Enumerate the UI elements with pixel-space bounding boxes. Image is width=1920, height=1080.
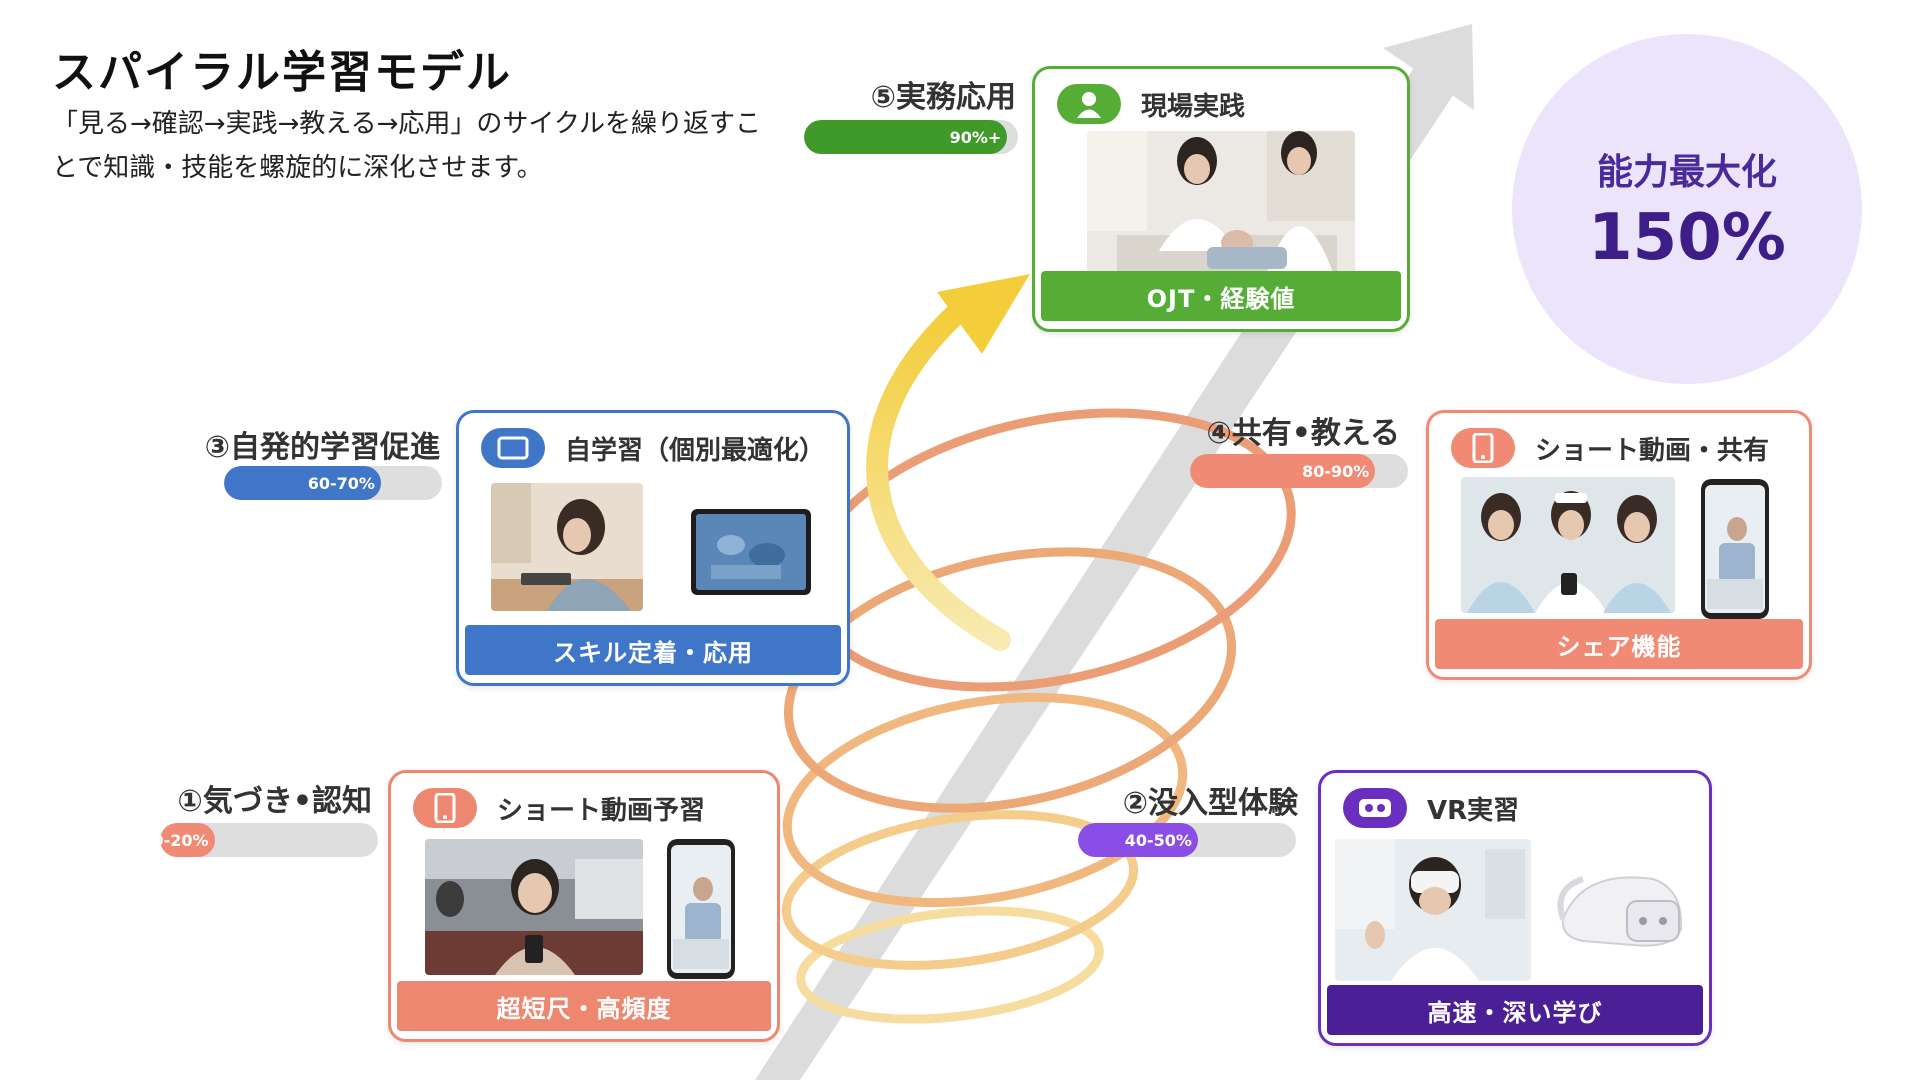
stage-1-progress-bar: 10-20%	[160, 823, 378, 857]
stage-1-progress-text: 10-20%	[160, 830, 209, 850]
self-study-photo	[491, 483, 643, 611]
card-stage-2-title: VR実習	[1427, 795, 1520, 826]
peak-value: 150%	[1588, 201, 1786, 275]
spiral-loop	[782, 692, 1188, 908]
peak-label: 能力最大化	[1596, 152, 1777, 193]
card-stage-5-footer: OJT・経験値	[1041, 271, 1401, 321]
stage-3-progress-fill: 60-70%	[224, 466, 381, 500]
card-stage-2-footer: 高速・深い学び	[1327, 985, 1703, 1035]
stage-5-progress-fill: 90%+	[804, 120, 1008, 154]
page-subtitle: 「見る→確認→実践→教える→応用」のサイクルを繰り返すことで知識・技能を螺旋的に…	[52, 109, 762, 183]
spiral-loop	[781, 810, 1139, 970]
stage-4-progress-bar: 80-90%	[1190, 454, 1408, 488]
phone-video-photo	[667, 839, 735, 979]
smartphone-icon	[1451, 428, 1515, 468]
tablet-icon	[481, 428, 545, 468]
nursing-practice-photo	[1087, 131, 1355, 273]
tablet-video-photo	[691, 509, 811, 595]
spiral-loop	[796, 906, 1104, 1024]
ascend-arrow	[866, 274, 1030, 651]
stage-2-progress-bar: 40-50%	[1078, 823, 1296, 857]
vr-headset-photo	[1543, 849, 1693, 973]
stage-3-label: ③自発的学習促進	[204, 430, 440, 465]
card-stage-1-footer: 超短尺・高頻度	[397, 981, 771, 1031]
stage-2-label: ②没入型体験	[1122, 786, 1298, 821]
stage-5-progress-text: 90%+	[949, 127, 1002, 147]
card-stage-1-title: ショート動画予習	[497, 795, 706, 826]
peak-circle: 能力最大化 150%	[1512, 34, 1862, 384]
stage-5-label: ⑤実務応用	[870, 80, 1016, 115]
spiral-loops	[781, 408, 1296, 1024]
card-stage-4-footer: シェア機能	[1435, 619, 1803, 669]
card-stage-4-title: ショート動画・共有	[1535, 435, 1770, 466]
stage-2-progress-text: 40-50%	[1124, 830, 1192, 850]
card-stage-3-title: 自学習（個別最適化）	[565, 435, 826, 466]
card-stage-3[interactable]: 自学習（個別最適化） スキル定着・応用	[456, 410, 850, 686]
card-stage-3-footer: スキル定着・応用	[465, 625, 841, 675]
card-stage-5-title: 現場実践	[1141, 91, 1246, 122]
vr-nurse-photo	[1335, 839, 1531, 981]
stage-5-progress-bar: 90%+	[804, 120, 1018, 154]
smartphone-icon	[413, 788, 477, 828]
card-stage-5[interactable]: 現場実践 OJT・経験値	[1032, 66, 1410, 332]
page-title: スパイラル学習モデル	[52, 47, 512, 98]
card-stage-4[interactable]: ショート動画・共有 シェア機能	[1426, 410, 1812, 680]
spiral-loop	[783, 547, 1237, 813]
stage-3-progress-text: 60-70%	[307, 473, 375, 493]
vr-headset-icon	[1343, 788, 1407, 828]
card-stage-2[interactable]: VR実習 高速・深い学び	[1318, 770, 1712, 1046]
stage-3-progress-bar: 60-70%	[224, 466, 442, 500]
card-stage-1[interactable]: ショート動画予習 超短尺・高頻度	[388, 770, 780, 1042]
phone-share-photo	[1701, 479, 1769, 619]
stage-4-label: ④共有•教える	[1206, 416, 1400, 451]
stage-4-progress-text: 80-90%	[1302, 461, 1370, 481]
stage-2-progress-fill: 40-50%	[1078, 823, 1198, 857]
stage-4-progress-fill: 80-90%	[1190, 454, 1376, 488]
stage-1-progress-fill: 10-20%	[160, 823, 215, 857]
stage-1-label: ①気づき•認知	[177, 784, 372, 819]
nurses-sharing-photo	[1461, 477, 1675, 613]
commuter-photo	[425, 839, 643, 975]
person-icon	[1057, 84, 1121, 124]
